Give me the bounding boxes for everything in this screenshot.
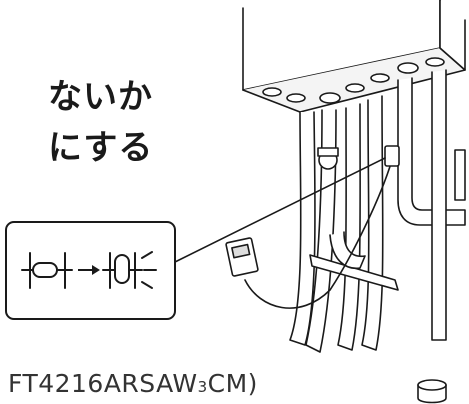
model-number: FT4216ARSAW3CM): [8, 369, 258, 398]
model-number-suffix: CM): [207, 369, 258, 398]
instruction-line-1: ないか: [48, 77, 153, 117]
valve-callout: [5, 221, 176, 320]
model-number-subscript: 3: [197, 378, 208, 396]
instruction-line-2: にする: [48, 128, 154, 168]
model-number-prefix: FT4216ARSAW: [8, 369, 198, 398]
